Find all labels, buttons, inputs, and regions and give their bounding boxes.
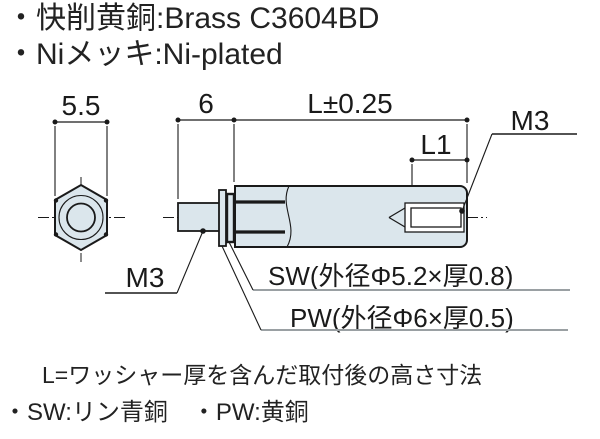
thread-hole-circle [66, 202, 96, 233]
dim-across-flats-label: 5.5 [62, 90, 101, 121]
leader-line [176, 230, 204, 294]
dim-stud-length-label: 6 [198, 88, 214, 119]
tapped-thread-label: M3 [511, 105, 550, 136]
leader-dot [200, 228, 206, 234]
hex-outline [54, 183, 108, 252]
hex-corner-mark [53, 198, 59, 203]
dim-dot [104, 119, 110, 125]
dim-dot [409, 157, 415, 163]
hex-end-view: 5.5 [38, 90, 126, 262]
leader-dot [459, 208, 465, 214]
washer-materials-note: ・SW:リン青銅 ・PW:黄銅 [3, 399, 309, 426]
spring-washer [225, 192, 236, 244]
spring-washer-label: SW(外径Φ5.2×厚0.8) [268, 261, 513, 291]
leader-line [228, 241, 254, 291]
drill-cone [388, 216, 406, 228]
dim-dot [464, 117, 470, 123]
hex-corner-mark [103, 232, 109, 237]
male-stud [177, 202, 223, 232]
stud-thread-label: M3 [126, 262, 165, 293]
side-view: 6 L±0.25 L1 M3 M3 SW(外径Φ5.2×厚0.8) PW(外径Φ [105, 88, 577, 333]
dim-thread-depth-label: L1 [420, 129, 451, 160]
hex-corner-mark [53, 232, 59, 237]
dim-dot [52, 119, 58, 125]
leader-line [461, 133, 493, 212]
material-note: ・快削黄銅:Brass C3604BD [6, 2, 380, 35]
break-line [285, 185, 292, 248]
tapped-hole-minor [410, 207, 462, 228]
length-definition-note: L=ワッシャー厚を含んだ取付後の高さ寸法 [42, 362, 483, 388]
dim-dot [175, 117, 181, 123]
dim-body-length-label: L±0.25 [307, 88, 392, 119]
hex-corner-mark [103, 198, 109, 203]
dim-dot [231, 117, 237, 123]
plain-washer [218, 189, 227, 247]
technical-drawing: 5.5 [38, 88, 577, 333]
plating-note: ・Niメッキ:Ni-plated [6, 38, 283, 71]
thread-chamfer-circle [58, 194, 104, 241]
drill-cone [388, 207, 406, 219]
leader-line [221, 245, 262, 331]
plain-washer-label: PW(外径Φ6×厚0.5) [290, 303, 514, 333]
dim-dot [464, 157, 470, 163]
